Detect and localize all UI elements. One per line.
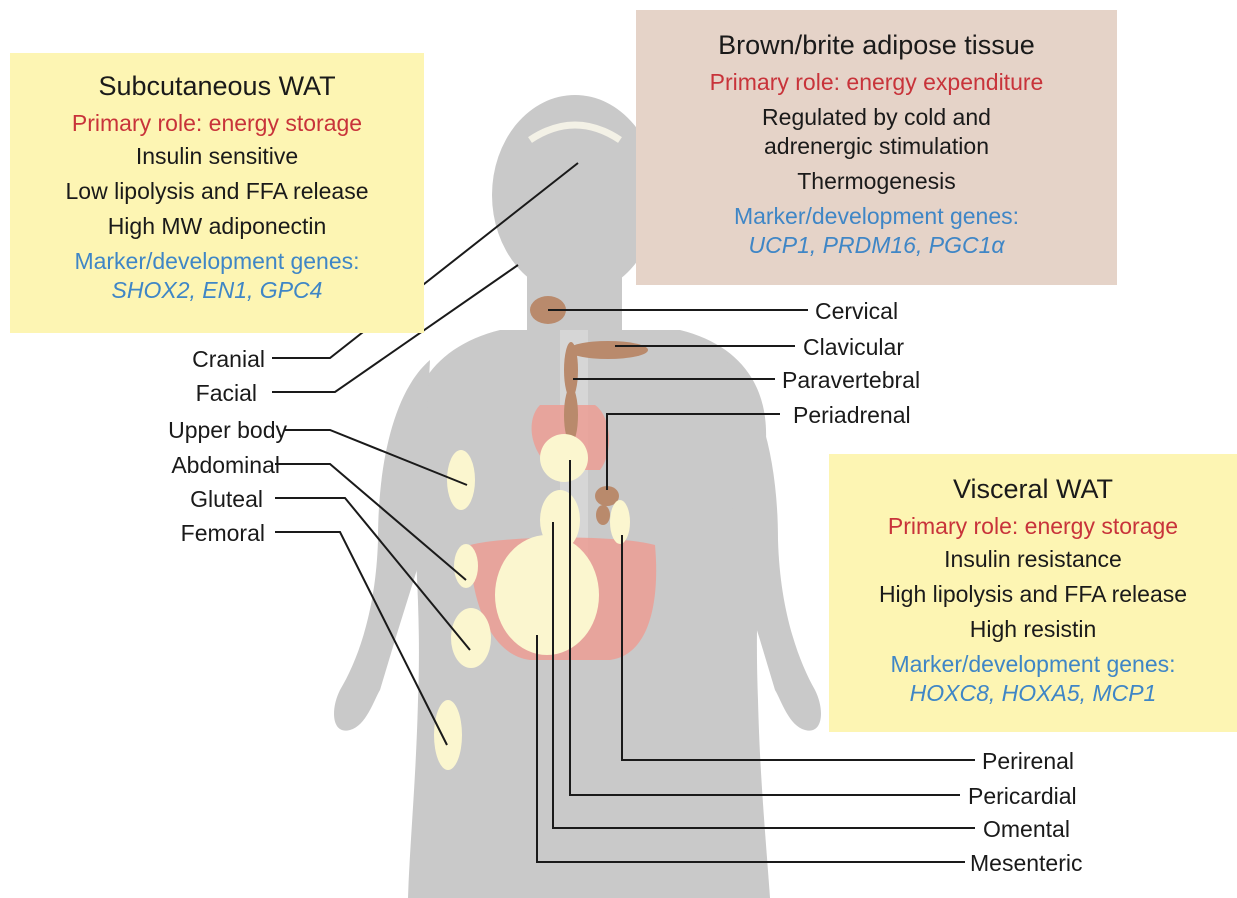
label-cranial: Cranial xyxy=(192,346,265,372)
box-line: adrenergic stimulation xyxy=(636,133,1117,160)
box-line: High resistin xyxy=(829,616,1237,643)
label-perirenal: Perirenal xyxy=(982,748,1074,774)
brown-adipose-box: Brown/brite adipose tissue Primary role:… xyxy=(636,10,1117,285)
box-title: Subcutaneous WAT xyxy=(10,71,424,102)
box-title: Brown/brite adipose tissue xyxy=(636,30,1117,61)
visceral-wat-box: Visceral WAT Primary role: energy storag… xyxy=(829,454,1237,732)
box-role: Primary role: energy storage xyxy=(10,110,424,137)
box-line: Insulin resistance xyxy=(829,546,1237,573)
box-line: Thermogenesis xyxy=(636,168,1117,195)
gene-list: SHOX2, EN1, GPC4 xyxy=(10,277,424,304)
label-femoral: Femoral xyxy=(181,520,265,546)
marker-label: Marker/development genes: xyxy=(10,248,424,275)
box-title: Visceral WAT xyxy=(829,474,1237,505)
label-omental: Omental xyxy=(983,816,1070,842)
box-role: Primary role: energy expenditure xyxy=(636,69,1117,96)
label-mesenteric: Mesenteric xyxy=(970,850,1082,876)
label-abdominal: Abdominal xyxy=(171,452,280,478)
label-pericardial: Pericardial xyxy=(968,783,1077,809)
gene-list: HOXC8, HOXA5, MCP1 xyxy=(829,680,1237,707)
label-upper-body: Upper body xyxy=(168,417,287,443)
box-role: Primary role: energy storage xyxy=(829,513,1237,540)
box-line: High lipolysis and FFA release xyxy=(829,581,1237,608)
label-clavicular: Clavicular xyxy=(803,334,904,360)
label-paravertebral: Paravertebral xyxy=(782,367,920,393)
label-gluteal: Gluteal xyxy=(190,486,263,512)
label-cervical: Cervical xyxy=(815,298,898,324)
marker-label: Marker/development genes: xyxy=(829,651,1237,678)
subcutaneous-wat-box: Subcutaneous WAT Primary role: energy st… xyxy=(10,53,424,333)
label-facial: Facial xyxy=(196,380,257,406)
box-line: Low lipolysis and FFA release xyxy=(10,178,424,205)
label-periadrenal: Periadrenal xyxy=(793,402,911,428)
box-line: Insulin sensitive xyxy=(10,143,424,170)
marker-label: Marker/development genes: xyxy=(636,203,1117,230)
gene-list: UCP1, PRDM16, PGC1α xyxy=(636,232,1117,259)
box-line: High MW adiponectin xyxy=(10,213,424,240)
box-line: Regulated by cold and xyxy=(636,104,1117,131)
